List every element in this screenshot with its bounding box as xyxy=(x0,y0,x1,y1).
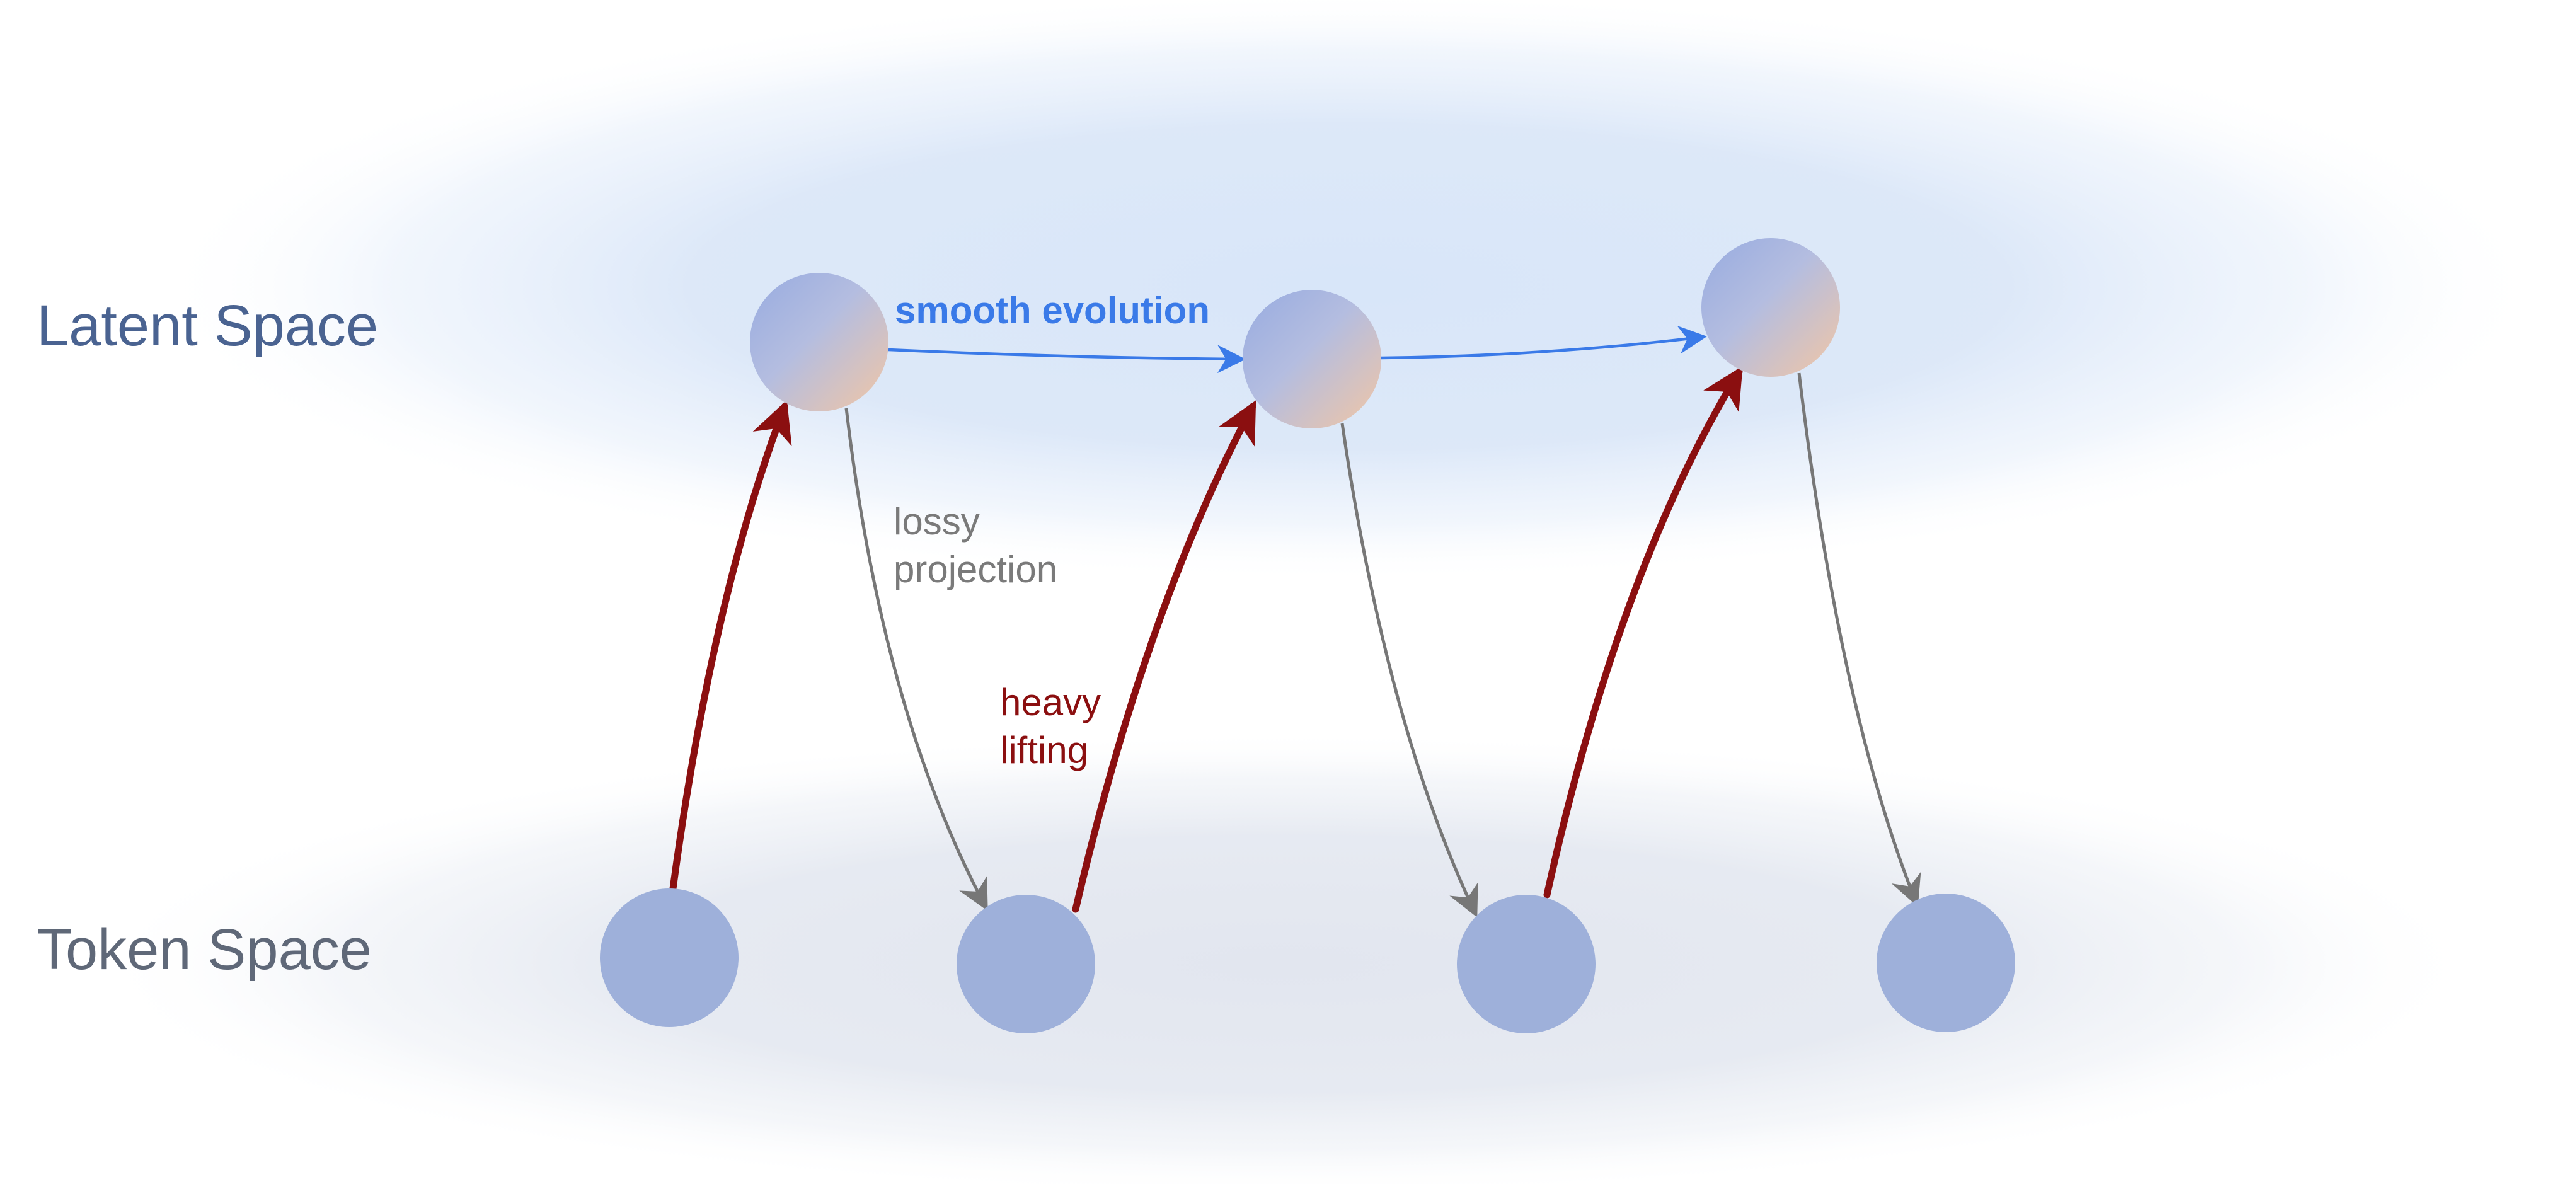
token-node xyxy=(600,888,739,1027)
lossy-projection-arrow-1 xyxy=(844,408,988,911)
latent-node xyxy=(750,273,888,411)
latent-space-region xyxy=(151,0,2546,583)
lossy-projection-line-2: projection xyxy=(894,548,1057,590)
heavy-lifting-line-2: lifting xyxy=(1000,729,1088,771)
heavy-lifting-arrow-2 xyxy=(1072,400,1256,913)
latent-node xyxy=(1243,290,1381,428)
lossy-projection-arrow-2 xyxy=(1340,423,1478,918)
smooth-evolution-arrow-1 xyxy=(888,345,1246,374)
token-space-region xyxy=(88,731,2483,1184)
token-node xyxy=(1877,894,2015,1032)
token-node xyxy=(1457,895,1596,1033)
heavy-lifting-arrow-3 xyxy=(1543,365,1743,899)
token-space-label: Token Space xyxy=(37,917,372,982)
smooth-evolution-label: smooth evolution xyxy=(895,289,1210,331)
heavy-lifting-arrow-1 xyxy=(669,399,792,892)
heavy-lifting-label: heavy lifting xyxy=(1000,681,1112,771)
token-node xyxy=(957,895,1095,1033)
latent-space-label: Latent Space xyxy=(37,294,378,358)
smooth-evolution-arrow-2 xyxy=(1381,325,1707,360)
lossy-projection-arrow-3 xyxy=(1797,372,1921,907)
latent-node xyxy=(1701,238,1840,377)
lossy-projection-line-1: lossy xyxy=(894,500,980,543)
lossy-projection-label: lossy projection xyxy=(894,500,1057,590)
heavy-lifting-line-1: heavy xyxy=(1000,681,1101,723)
